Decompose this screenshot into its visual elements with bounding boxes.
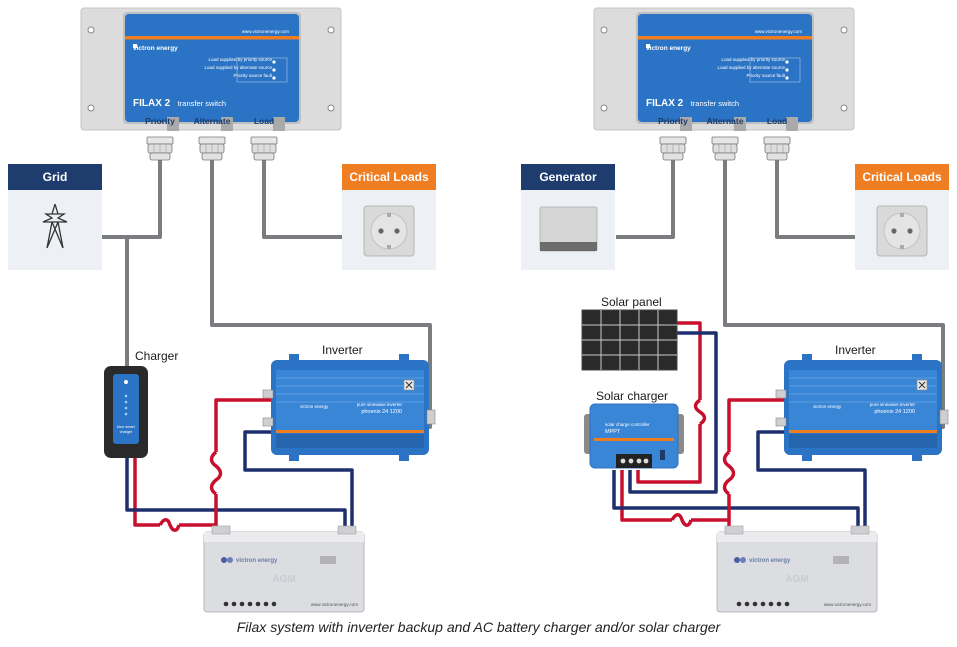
filax-right-led-1: Load supplied by priority source [721,57,785,62]
inverter-left [262,353,436,462]
filax-right-port-alternate: Alternate [707,116,744,126]
battery-right-type: AGM [785,574,808,585]
generator-icon [539,206,598,252]
inverter-right-line1: pure sinewave inverter [870,402,916,407]
inverter-right-label: Inverter [835,343,876,357]
filax-right-url: www.victronenergy.com [755,29,802,34]
charger-device [104,366,148,458]
generator-label: Generator [539,170,597,184]
generator-card [521,164,615,270]
critical-loads-right-card [855,164,949,270]
filax-right [593,7,855,161]
filax-left-brand: victron energy [133,45,178,52]
critical-loads-right-label: Critical Loads [862,170,942,184]
filax-right-led-2: Load supplied by alternate source [717,65,785,70]
mppt-line2: MPPT [605,429,621,435]
filax-left [80,7,342,161]
filax-left-url: www.victronenergy.com [242,29,289,34]
inverter-right-brand: victron energy [813,404,842,409]
filax-right-title: FILAX 2 transfer switch [646,93,739,110]
left-dc-cables [125,398,354,532]
battery-left-url: www.victronenergy.com [311,602,358,607]
battery-right-brand: victron energy [749,558,791,564]
mppt-line1: solar charge controller [605,422,650,427]
inverter-left-line2: phoenix 24 1200 [361,409,402,415]
filax-right-led-3: Priority source fault [746,73,785,78]
grid-card [8,164,102,270]
critical-loads-left-label: Critical Loads [349,170,429,184]
right-dc-cables [612,321,867,528]
solar-panel [581,309,678,371]
battery-left-brand: victron energy [236,558,278,564]
battery-left-type: AGM [272,574,295,585]
solar-panel-label: Solar panel [601,295,662,309]
filax-left-title: FILAX 2 transfer switch [133,93,226,110]
charger-device-line1: blue smart [117,425,136,429]
inverter-left-brand: victron energy [300,404,329,409]
solar-charger-label: Solar charger [596,389,668,403]
filax-left-port-priority: Priority [145,116,175,126]
charger-device-line2: charger [120,430,134,434]
filax-left-led-1: Load supplied by priority source [208,57,272,62]
solar-charger-device [583,403,685,469]
inverter-right [775,353,949,462]
filax-right-brand: victron energy [646,45,691,52]
filax-left-port-load: Load [254,116,274,126]
critical-loads-left-card [342,164,436,270]
battery-right [716,525,878,613]
filax-right-port-load: Load [767,116,787,126]
power-outlet-icon [876,205,928,257]
battery-left [203,525,365,613]
filax-right-port-priority: Priority [658,116,688,126]
inverter-left-line1: pure sinewave inverter [357,402,403,407]
battery-right-url: www.victronenergy.com [824,602,871,607]
grid-label: Grid [43,170,68,184]
inverter-right-line2: phoenix 24 1200 [874,409,915,415]
charger-label: Charger [135,349,178,363]
inverter-left-label: Inverter [322,343,363,357]
filax-left-port-alternate: Alternate [194,116,231,126]
figure-caption: Filax system with inverter backup and AC… [236,619,721,635]
filax-left-led-3: Priority source fault [233,73,272,78]
power-outlet-icon [363,205,415,257]
filax-left-led-2: Load supplied by alternate source [204,65,272,70]
